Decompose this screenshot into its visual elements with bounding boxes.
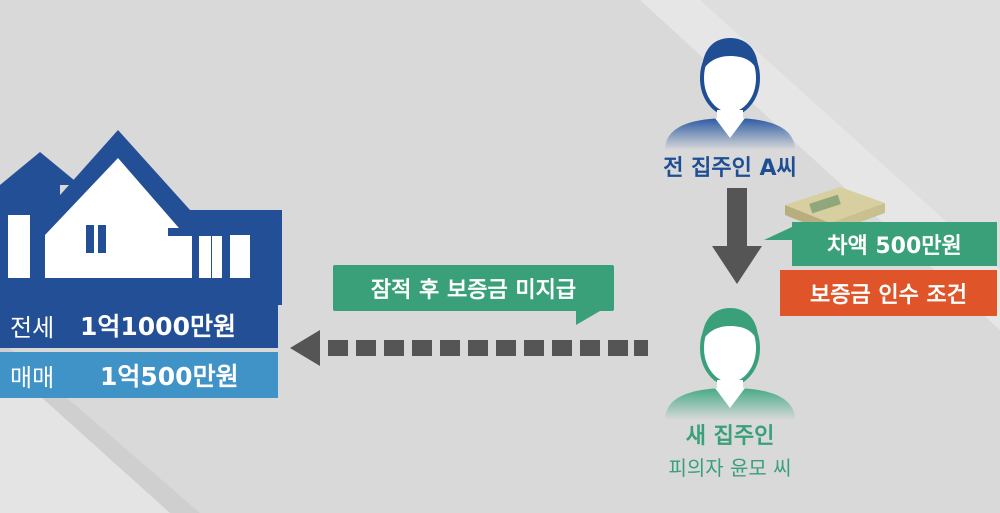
new-owner-person-icon <box>665 308 795 420</box>
no-deposit-callout-text: 잠적 후 보증금 미지급 <box>370 278 577 303</box>
jeonse-value: 1억1000만원 <box>80 312 236 341</box>
difference-badge: 차액 500만원 <box>792 222 997 266</box>
house-icon <box>0 130 282 305</box>
maemae-price-row: 매매 1억500만원 <box>0 352 278 398</box>
no-deposit-callout: 잠적 후 보증금 미지급 <box>333 265 614 311</box>
jeonse-label: 전세 <box>10 313 55 342</box>
condition-text: 보증금 인수 조건 <box>810 283 967 308</box>
maemae-label: 매매 <box>10 363 55 392</box>
difference-text: 차액 500만원 <box>827 234 962 259</box>
previous-owner-person-icon <box>665 38 795 150</box>
suspect-label: 피의자 윤모 씨 <box>668 456 792 480</box>
condition-badge: 보증금 인수 조건 <box>780 270 997 316</box>
difference-tail <box>764 226 794 240</box>
maemae-value: 1억500만원 <box>100 362 239 391</box>
previous-owner-label: 전 집주인 A씨 <box>663 156 797 181</box>
down-arrow-icon <box>712 188 762 284</box>
callout-tail <box>576 311 600 325</box>
new-owner-label: 새 집주인 <box>685 424 775 449</box>
jeonse-price-row: 전세 1억1000만원 <box>0 302 278 348</box>
dashed-left-arrow-icon <box>290 330 648 366</box>
